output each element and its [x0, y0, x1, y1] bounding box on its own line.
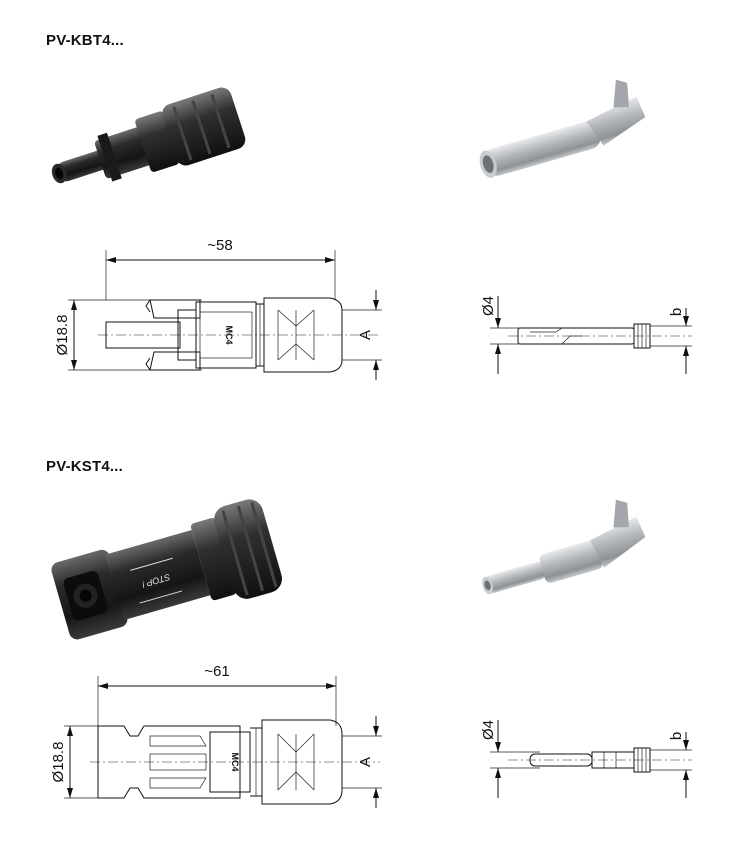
kst4-contact-cable-dim-label: b — [668, 732, 685, 740]
kbt4-diameter-label: Ø18.8 — [54, 315, 71, 356]
kst4-contact-diameter-label: Ø4 — [480, 720, 497, 740]
kbt4-length-label: ~58 — [207, 237, 232, 254]
kbt4-contact-photo — [479, 79, 646, 178]
kst4-mc4-mark: MC4 — [230, 752, 240, 771]
kbt4-mc4-mark: MC4 — [224, 325, 234, 344]
kbt4-contact-cable-dim-label: b — [668, 308, 685, 316]
kbt4-contact-drawing: Ø4 b — [480, 296, 692, 374]
kbt4-contact-diameter-label: Ø4 — [480, 296, 497, 316]
kbt4-cable-dim-label: A — [357, 330, 374, 340]
kst4-contact-drawing: Ø4 b — [480, 720, 692, 798]
kbt4-connector-drawing: ~58 Ø18.8 MC4 A — [54, 237, 382, 380]
kst4-connector-photo: STOP ! — [51, 499, 282, 640]
kst4-diameter-label: Ø18.8 — [50, 742, 67, 783]
kst4-length-label: ~61 — [204, 663, 229, 680]
kst4-connector-drawing: ~61 Ø18.8 MC4 A — [50, 663, 382, 808]
section-title-kst4: PV-KST4... — [46, 458, 124, 475]
section-title-kbt4: PV-KBT4... — [46, 32, 124, 49]
kbt4-connector-photo — [51, 87, 246, 184]
kst4-cable-dim-label: A — [357, 757, 374, 767]
kst4-contact-photo — [482, 499, 646, 595]
